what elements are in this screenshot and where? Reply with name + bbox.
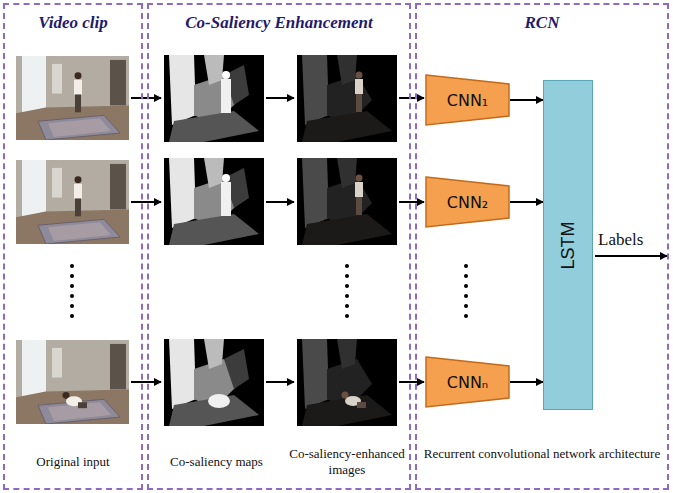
dot — [70, 294, 74, 298]
trapezoid-fill — [426, 357, 509, 407]
panel-caption: Co-saliency-enhanced images — [289, 446, 405, 479]
person-figure — [63, 392, 88, 408]
dot — [464, 264, 468, 268]
flow-arrow — [399, 201, 424, 203]
saliency-map — [164, 339, 264, 426]
flow-arrow — [131, 381, 161, 383]
saliency-map — [164, 55, 264, 142]
dot — [464, 314, 468, 318]
output-arrow — [595, 255, 667, 257]
dot — [464, 284, 468, 288]
dot — [345, 314, 349, 318]
dot — [70, 274, 74, 278]
cnn-label: CNNₙ — [447, 373, 488, 392]
cnn-trapezoid: CNN₂ — [425, 176, 510, 228]
flow-arrow — [131, 201, 161, 203]
enhanced-images — [297, 55, 397, 426]
dot — [70, 264, 74, 268]
lstm-box: LSTM — [543, 80, 593, 410]
dot — [464, 304, 468, 308]
person-figure — [355, 72, 363, 113]
panel-heading: Co-Saliency Enhancement — [149, 13, 409, 33]
dot — [464, 294, 468, 298]
connector-arrow — [510, 99, 543, 101]
panel-caption: Co-saliency maps — [154, 454, 279, 470]
connectors — [510, 100, 543, 382]
connector-arrow — [510, 381, 543, 383]
flow-arrow — [399, 97, 424, 99]
person-figure — [342, 392, 367, 409]
dot — [345, 264, 349, 268]
panel-caption: Original input — [5, 454, 141, 470]
video-frame — [16, 340, 129, 424]
flow-arrow — [399, 381, 424, 383]
enhanced-image — [297, 158, 397, 245]
lstm-label: LSTM — [558, 221, 579, 269]
dot — [345, 294, 349, 298]
dot — [345, 284, 349, 288]
cnn-trapezoid: CNNₙ — [425, 356, 510, 408]
person-figure — [221, 71, 231, 113]
panel-heading: Video clip — [5, 13, 141, 33]
panel-heading: RCN — [417, 13, 667, 33]
cnn-trapezoid: CNN₁ — [425, 74, 510, 126]
enhanced-image — [297, 55, 397, 142]
cnn-label: CNN₁ — [447, 91, 489, 110]
original-frames — [16, 56, 129, 424]
dot — [345, 304, 349, 308]
dot — [464, 274, 468, 278]
saliency-map — [164, 158, 264, 245]
dot — [70, 314, 74, 318]
cnn-label: CNN₂ — [447, 193, 489, 212]
stage-panel: Co-Saliency EnhancementCo-saliency maps C… — [147, 3, 411, 490]
text-holder: CNN₁ — [425, 74, 510, 126]
flow-arrow — [131, 97, 161, 99]
flow-arrow — [266, 201, 294, 203]
enhanced-image — [297, 339, 397, 426]
text-holder: CNN₂ — [425, 176, 510, 228]
text-holder: CNNₙ — [425, 356, 510, 408]
person-figure — [208, 394, 230, 408]
text-holder: LSTM — [544, 81, 592, 409]
trapezoid-fill — [426, 75, 509, 125]
person-figure — [74, 176, 82, 216]
flow-arrow — [266, 381, 294, 383]
dot — [70, 304, 74, 308]
person-figure — [221, 174, 231, 216]
output-label: Labels — [598, 230, 643, 250]
ellipsis-dots — [70, 264, 468, 318]
panel-caption: Recurrent convolutional network architec… — [422, 446, 662, 462]
flow-arrow — [266, 97, 294, 99]
connector-arrow — [510, 201, 543, 203]
person-figure — [74, 72, 82, 112]
saliency-maps — [164, 55, 264, 426]
person-figure — [355, 175, 363, 216]
stage-panel: Video clipOriginal input — [3, 3, 143, 490]
dot — [345, 274, 349, 278]
video-frame — [16, 56, 129, 140]
dot — [70, 284, 74, 288]
video-frame — [16, 160, 129, 244]
trapezoid-fill — [426, 177, 509, 227]
